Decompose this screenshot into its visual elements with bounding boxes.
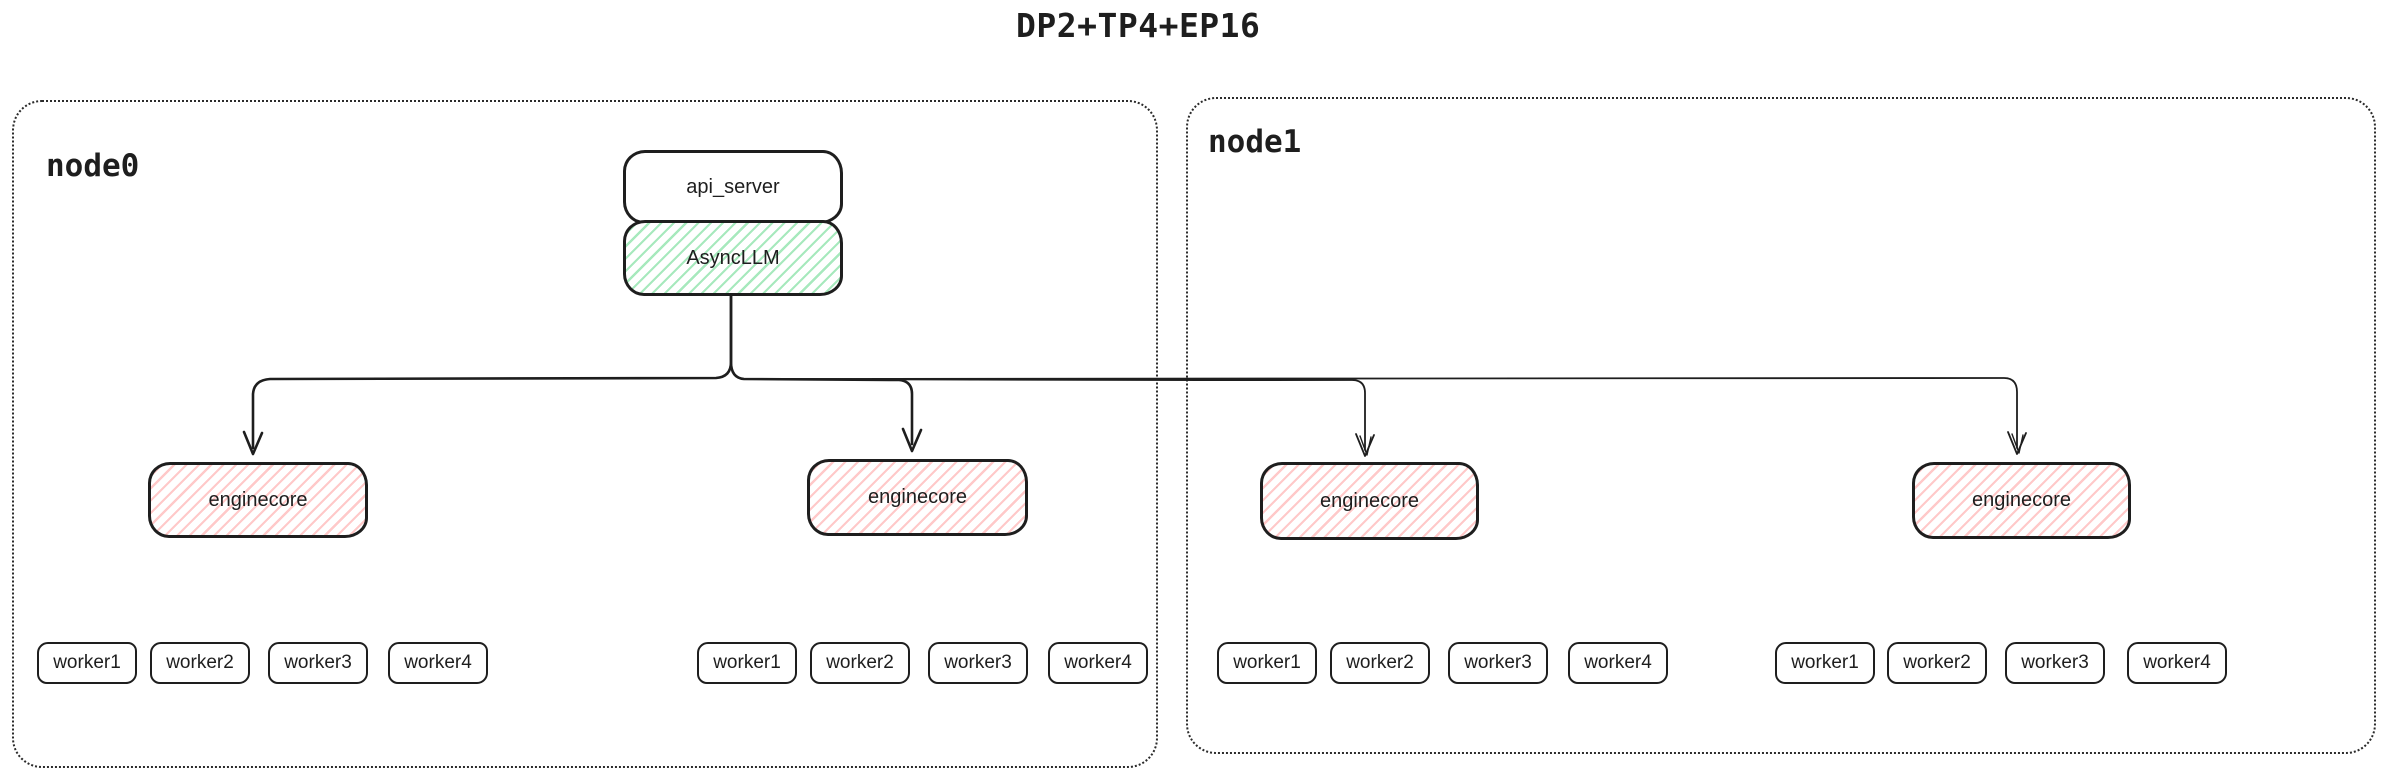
worker-label: worker3 bbox=[944, 652, 1012, 673]
worker-box: worker2 bbox=[1887, 642, 1987, 684]
enginecore-box-1: enginecore bbox=[148, 462, 368, 538]
worker-label: worker2 bbox=[166, 652, 234, 673]
worker-box: worker2 bbox=[810, 642, 910, 684]
api-server-box: api_server bbox=[623, 150, 843, 224]
worker-box: worker4 bbox=[1048, 642, 1148, 684]
enginecore-box-3: enginecore bbox=[1260, 462, 1479, 540]
worker-label: worker3 bbox=[1464, 652, 1532, 673]
worker-label: worker3 bbox=[284, 652, 352, 673]
asyncllm-label: AsyncLLM bbox=[686, 246, 780, 269]
worker-label: worker4 bbox=[1584, 652, 1652, 673]
worker-label: worker1 bbox=[1233, 652, 1301, 673]
worker-box: worker1 bbox=[37, 642, 137, 684]
enginecore-label: enginecore bbox=[208, 488, 308, 511]
worker-label: worker1 bbox=[53, 652, 121, 673]
enginecore-box-2: enginecore bbox=[807, 459, 1028, 536]
worker-box: worker3 bbox=[2005, 642, 2105, 684]
worker-label: worker4 bbox=[1064, 652, 1132, 673]
worker-box: worker4 bbox=[388, 642, 488, 684]
worker-box: worker1 bbox=[697, 642, 797, 684]
asyncllm-box: AsyncLLM bbox=[623, 220, 843, 296]
worker-label: worker2 bbox=[1346, 652, 1414, 673]
worker-label: worker2 bbox=[1903, 652, 1971, 673]
enginecore-label: enginecore bbox=[1320, 489, 1419, 512]
worker-box: worker3 bbox=[1448, 642, 1548, 684]
worker-box: worker1 bbox=[1775, 642, 1875, 684]
worker-label: worker2 bbox=[826, 652, 894, 673]
worker-label: worker4 bbox=[404, 652, 472, 673]
diagram-title: DP2+TP4+EP16 bbox=[1016, 6, 1261, 45]
worker-label: worker3 bbox=[2021, 652, 2089, 673]
api-server-label: api_server bbox=[686, 175, 780, 198]
worker-box: worker3 bbox=[268, 642, 368, 684]
node0-label: node0 bbox=[46, 148, 140, 184]
worker-label: worker1 bbox=[1791, 652, 1859, 673]
worker-box: worker2 bbox=[150, 642, 250, 684]
worker-label: worker4 bbox=[2143, 652, 2211, 673]
worker-box: worker1 bbox=[1217, 642, 1317, 684]
worker-box: worker4 bbox=[2127, 642, 2227, 684]
enginecore-label: enginecore bbox=[1972, 489, 2071, 511]
enginecore-label: enginecore bbox=[868, 486, 967, 508]
worker-label: worker1 bbox=[713, 652, 781, 673]
enginecore-box-4: enginecore bbox=[1912, 462, 2131, 539]
node1-label: node1 bbox=[1208, 124, 1302, 160]
worker-box: worker2 bbox=[1330, 642, 1430, 684]
worker-box: worker4 bbox=[1568, 642, 1668, 684]
worker-box: worker3 bbox=[928, 642, 1028, 684]
